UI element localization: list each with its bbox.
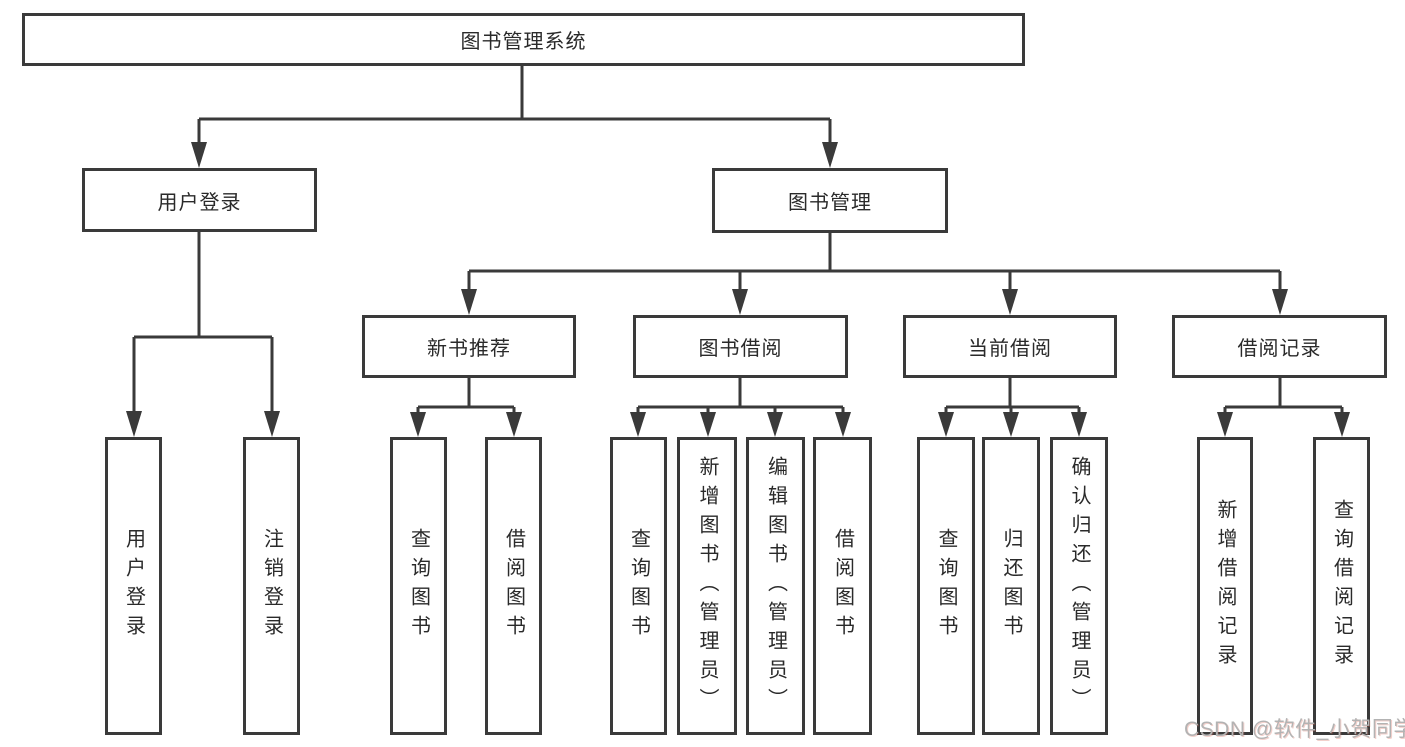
node-root-system: 图书管理系统 bbox=[22, 13, 1025, 66]
connector-borrowrecord-to-children bbox=[1217, 378, 1350, 437]
leaf-query-borrow-record: 查询借阅记录 bbox=[1313, 437, 1370, 735]
leaf-logout: 注销登录 bbox=[243, 437, 300, 735]
leaf-return-book: 归还图书 bbox=[982, 437, 1040, 735]
csdn-watermark: CSDN @软件_小贺同学 bbox=[1184, 718, 1405, 741]
node-borrow-record: 借阅记录 bbox=[1172, 315, 1387, 378]
leaf-user-login: 用户登录 bbox=[105, 437, 162, 735]
node-book-management: 图书管理 bbox=[712, 168, 948, 233]
connector-userlogin-to-children bbox=[126, 232, 280, 437]
connector-newbookrec-to-children bbox=[410, 378, 522, 437]
leaf-add-book-admin: 新增图书（管理员） bbox=[677, 437, 737, 735]
node-current-borrow: 当前借阅 bbox=[903, 315, 1117, 378]
node-user-login: 用户登录 bbox=[82, 168, 317, 232]
leaf-add-borrow-record: 新增借阅记录 bbox=[1197, 437, 1253, 735]
leaf-confirm-return-admin: 确认归还（管理员） bbox=[1050, 437, 1108, 735]
leaf-edit-book-admin: 编辑图书（管理员） bbox=[746, 437, 805, 735]
leaf-borrow-book: 借阅图书 bbox=[813, 437, 872, 735]
leaf-query-book-recommend: 查询图书 bbox=[390, 437, 447, 735]
connector-currentborrow-to-children bbox=[938, 378, 1087, 437]
leaf-query-book-borrow: 查询图书 bbox=[610, 437, 667, 735]
connector-bookmgmt-to-level3 bbox=[461, 233, 1288, 315]
connector-root-to-level2 bbox=[191, 66, 838, 168]
node-new-book-recommend: 新书推荐 bbox=[362, 315, 576, 378]
node-book-borrow: 图书借阅 bbox=[633, 315, 848, 378]
connector-bookborrow-to-children bbox=[630, 378, 851, 437]
leaf-query-book-current: 查询图书 bbox=[917, 437, 975, 735]
leaf-borrow-book-recommend: 借阅图书 bbox=[485, 437, 542, 735]
